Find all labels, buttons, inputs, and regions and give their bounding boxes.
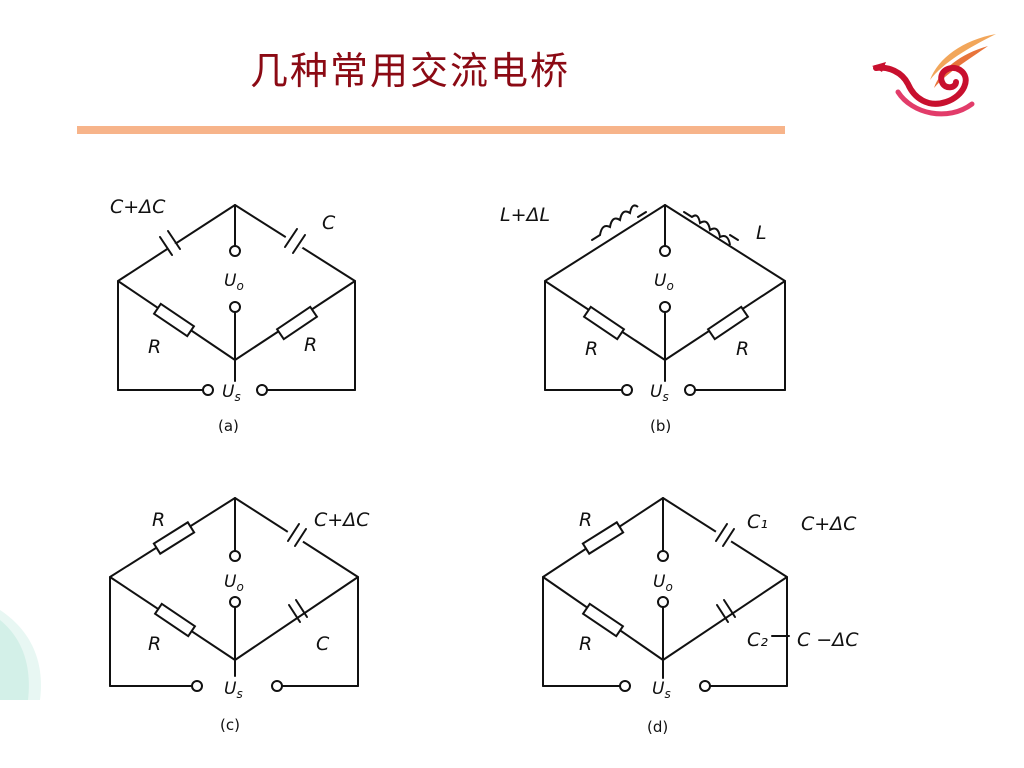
label-top-left: R <box>579 509 592 531</box>
capacitor-top-left <box>158 230 181 256</box>
label-bottom-right: C₂ <box>747 629 768 651</box>
resistor-bottom-left <box>152 302 196 338</box>
label-top-left: C+ΔC <box>110 196 166 218</box>
label-bottom-left: R <box>148 633 161 655</box>
label-source: Us <box>224 679 243 701</box>
capacitor-top-right <box>286 523 307 547</box>
page-title: 几种常用交流电桥 <box>250 49 571 93</box>
label-bottom-right-extra: C −ΔC <box>797 629 859 651</box>
left-decoration <box>0 610 41 700</box>
label-output: Uo <box>224 271 244 293</box>
capacitor-top-right <box>714 523 735 547</box>
bridge-diagram-a: C+ΔC C R R Uo Us (a) <box>110 196 356 435</box>
caption: (a) <box>218 417 239 435</box>
capacitor-bottom-right <box>287 599 308 623</box>
label-source: Us <box>222 382 241 404</box>
capacitor-top-right <box>284 228 307 254</box>
label-top-right-extra: C+ΔC <box>801 513 857 535</box>
bridge-diagram-b: L+ΔL L R R Uo Us (b) <box>500 204 786 435</box>
label-bottom-left: R <box>585 338 598 360</box>
caption: (d) <box>647 718 668 736</box>
resistor-bottom-left <box>153 602 197 638</box>
resistor-bottom-left <box>582 305 626 341</box>
label-top-left: L+ΔL <box>500 204 550 226</box>
label-bottom-right: R <box>736 338 749 360</box>
resistor-bottom-left <box>581 602 625 638</box>
label-bottom-left: R <box>579 633 592 655</box>
label-output: Uo <box>654 271 674 293</box>
bridge-diagram-c: R C+ΔC R C Uo Us (c) <box>109 497 370 734</box>
label-bottom-left: R <box>148 336 161 358</box>
resistor-top-left <box>581 520 625 556</box>
label-top-right: C <box>322 212 336 234</box>
caption: (c) <box>220 716 240 734</box>
resistor-bottom-right <box>706 305 750 341</box>
label-output: Uo <box>224 572 244 594</box>
label-top-left: R <box>152 509 165 531</box>
bird-logo-icon <box>872 34 996 117</box>
capacitor-bottom-right <box>715 599 736 623</box>
bridge-diagram-d: R C₁ C+ΔC R C₂ C −ΔC Uo Us (d) <box>542 497 859 736</box>
resistor-bottom-right <box>275 305 319 341</box>
label-bottom-right: R <box>304 334 317 356</box>
label-source: Us <box>650 382 669 404</box>
label-top-right: C+ΔC <box>314 509 370 531</box>
title-underline <box>77 126 785 134</box>
label-source: Us <box>652 679 671 701</box>
caption: (b) <box>650 417 671 435</box>
resistor-top-left <box>152 520 196 556</box>
label-bottom-right: C <box>316 633 330 655</box>
label-top-right: C₁ <box>747 511 768 533</box>
inductor-top-right <box>683 211 739 246</box>
inductor-top-left <box>591 204 647 241</box>
label-output: Uo <box>653 572 673 594</box>
label-top-right: L <box>756 222 767 244</box>
